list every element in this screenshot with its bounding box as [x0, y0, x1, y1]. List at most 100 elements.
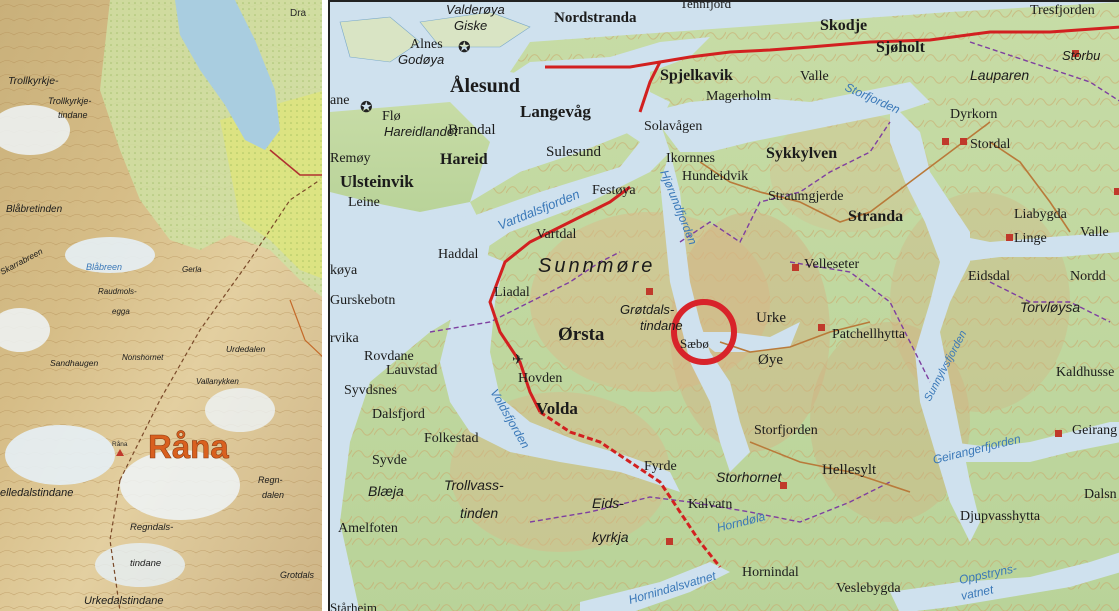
place-gurskebotn: Gurskebotn	[330, 293, 395, 308]
water-vatnet: vatnet	[960, 582, 996, 603]
place-storbu: Storbu	[1062, 48, 1100, 63]
sight-star-icon-flo: ✪	[360, 98, 373, 116]
hut-icon-grotdals	[646, 288, 653, 295]
place-urke: Urke	[756, 310, 786, 326]
mountain-grotdals: Grøtdals-	[620, 302, 675, 317]
place-ikornnes: Ikornnes	[666, 151, 715, 166]
place-solavagen: Solavågen	[644, 119, 702, 134]
inset-label-nonshornet: Nonshornet	[122, 353, 164, 362]
place-geirang: Geirang	[1072, 423, 1117, 438]
inset-label-grotdals: Grotdals	[280, 570, 315, 580]
place-velleseter: Velleseter	[804, 257, 860, 272]
place-patchellhytta: Patchellhytta	[832, 327, 906, 342]
town-spjelkavik: Spjelkavik	[660, 67, 733, 84]
place-dyrkorn: Dyrkorn	[950, 107, 997, 122]
place-tennfjord: Tennfjord	[680, 2, 732, 11]
hut-icon-eidskyrkja	[666, 538, 673, 545]
airport-icon: ✈	[512, 352, 524, 368]
town-nordstranda: Nordstranda	[554, 10, 637, 26]
inset-label-tindane-2: tindane	[130, 558, 161, 569]
place-nordd: Nordd	[1070, 269, 1106, 284]
mountain-trollvass: Trollvass-	[444, 477, 504, 493]
inset-label-urdedalen: Urdedalen	[226, 344, 265, 354]
town-hareid: Hareid	[440, 151, 488, 168]
place-remoy: Remøy	[330, 151, 370, 166]
place-hornindal: Hornindal	[742, 565, 799, 580]
place-linge: Linge	[1014, 231, 1047, 246]
town-stranda: Stranda	[848, 208, 903, 225]
place-valle: Valle	[800, 69, 829, 84]
place-ane: ane	[330, 93, 349, 108]
place-tresfjorden: Tresfjorden	[1030, 3, 1095, 18]
place-rvika: rvika	[330, 331, 360, 346]
place-starheim: Stårheim	[330, 600, 377, 611]
place-alnes: Alnes	[410, 37, 443, 52]
mountain-eids: Eids-	[592, 495, 624, 511]
place-dalsn: Dalsn	[1084, 487, 1117, 502]
inset-label-egga: egga	[112, 307, 130, 316]
mountain-torvloysa: Torvløysa	[1020, 299, 1080, 315]
hut-icon-stordal-2	[960, 138, 967, 145]
place-syvde: Syvde	[372, 453, 407, 468]
place-storfjorden: Storfjorden	[754, 423, 818, 438]
place-stordal: Stordal	[970, 137, 1011, 152]
inset-label-dra: Dra	[290, 8, 307, 19]
place-valderoya: Valderøya	[446, 2, 505, 17]
place-liadal: Liadal	[494, 285, 530, 300]
mountain-tindane: tindane	[640, 318, 683, 333]
hut-icon-linge	[1006, 234, 1013, 241]
place-valle-east: Valle	[1080, 225, 1109, 240]
inset-label-rana-small: Råna	[112, 440, 128, 448]
region-sunnmore: Sunnmøre	[538, 255, 655, 277]
place-magerholm: Magerholm	[706, 89, 771, 104]
place-dalsfjord: Dalsfjord	[372, 407, 425, 422]
place-blaeja: Blæja	[368, 483, 404, 499]
town-langevag: Langevåg	[520, 102, 591, 121]
inset-label-regn: Regn-	[258, 475, 283, 485]
hut-icon-patchellhytta	[818, 324, 825, 331]
town-volda: Volda	[536, 399, 578, 418]
place-koya: køya	[330, 263, 358, 278]
place-oye: Øye	[758, 352, 783, 368]
place-hundeidvik: Hundeidvik	[682, 169, 748, 184]
place-lauparen: Lauparen	[970, 67, 1029, 83]
topographic-inset-map: Dra Trollkyrkje- Trollkyrkje- tindane Bl…	[0, 0, 326, 611]
town-skodje: Skodje	[820, 17, 867, 34]
inset-map-canvas: Dra Trollkyrkje- Trollkyrkje- tindane Bl…	[0, 0, 326, 611]
place-fyrde: Fyrde	[644, 459, 677, 474]
place-kalvatn: Kalvatn	[688, 497, 732, 512]
place-rovdane: Rovdane	[364, 349, 414, 364]
inset-label-urkedalstindane: Urkedalstindane	[84, 595, 164, 607]
saebo-highlight-circle	[671, 299, 737, 365]
inset-label-raudmols: Raudmols-	[98, 287, 137, 296]
place-straumgjerde: Straumgjerde	[768, 189, 843, 204]
inset-label-vallanykken: Vallanykken	[196, 377, 239, 386]
overview-map-canvas: ✈ ✪ ✪ Ålesund Langevåg Ulsteinvik Hareid…	[330, 2, 1119, 611]
rana-peak-icon	[116, 449, 124, 456]
hut-icon-velleseter	[792, 264, 799, 271]
mountain-tinden: tinden	[460, 505, 498, 521]
inset-label-sandhaugen: Sandhaugen	[50, 358, 98, 368]
hut-icon-geiranger	[1055, 430, 1062, 437]
inset-label-trollkyrkje-2: Trollkyrkje-	[48, 96, 91, 106]
place-folkestad: Folkestad	[424, 431, 478, 446]
place-hovden: Hovden	[518, 371, 562, 386]
hut-icon-east	[1114, 188, 1119, 195]
place-eidsdal: Eidsdal	[968, 269, 1010, 284]
place-liabygda: Liabygda	[1014, 207, 1068, 222]
mountain-storhornet: Storhornet	[716, 469, 782, 485]
map-divider	[322, 0, 328, 611]
place-djupvasshytta: Djupvasshytta	[960, 509, 1041, 524]
place-hellesylt: Hellesylt	[822, 462, 877, 478]
inset-label-blabreen: Blåbreen	[86, 262, 122, 272]
town-sykkylven: Sykkylven	[766, 145, 837, 162]
place-kaldhusse: Kaldhusse	[1056, 365, 1114, 380]
mountain-kyrkja: kyrkja	[592, 529, 629, 545]
place-veslebygda: Veslebygda	[836, 581, 901, 596]
inset-label-gerla: Gerla	[182, 265, 202, 274]
place-festoya: Festøya	[592, 183, 636, 198]
inset-label-blabretinden: Blåbretinden	[6, 203, 63, 215]
inset-label-elledalstindane: elledalstindane	[0, 487, 73, 499]
hut-icon-stordal	[942, 138, 949, 145]
inset-label-dalen: dalen	[262, 490, 284, 500]
